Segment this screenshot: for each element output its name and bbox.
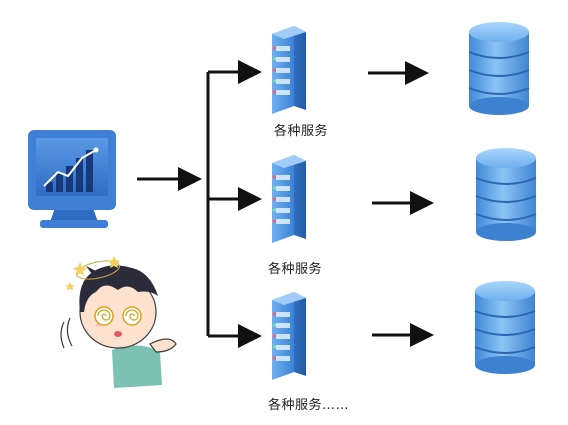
service-label-1: 各种服务 (274, 124, 329, 139)
database-icon (474, 280, 536, 375)
server-icon (272, 292, 306, 380)
dizzy-boy-icon (60, 256, 177, 388)
database-icon (468, 21, 530, 116)
monitor-chart-icon (28, 130, 116, 228)
service-label-2: 各种服务 (268, 262, 323, 277)
database-icon (475, 147, 537, 242)
server-icon (272, 155, 306, 243)
service-label-3: 各种服务…… (268, 398, 350, 413)
server-icon (272, 26, 306, 114)
